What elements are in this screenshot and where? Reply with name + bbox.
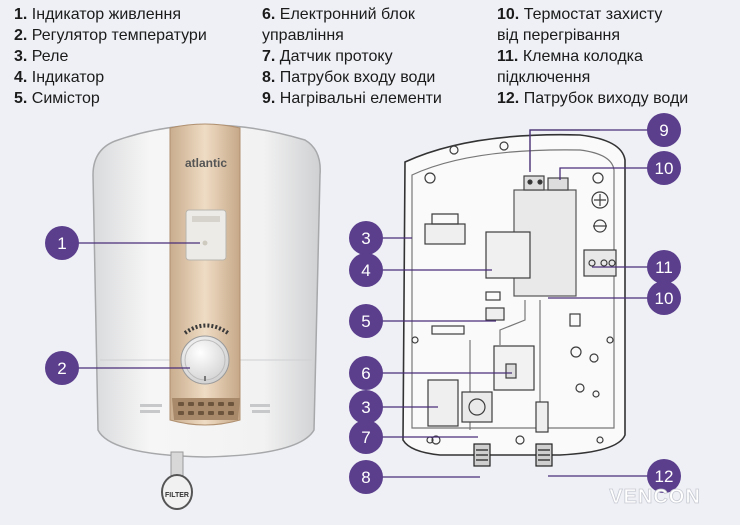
power-indicator-light (202, 240, 208, 246)
heater-exterior: atlantic FIL (92, 123, 321, 510)
legend-column-2: 6. Електронний блок управління 7. Датчик… (262, 4, 487, 109)
svg-text:10: 10 (655, 159, 674, 178)
svg-text:11: 11 (655, 258, 673, 277)
callout-2: 2 (45, 351, 79, 385)
callouts: 1 2 3 4 5 6 3 7 8 9 10 11 10 12 (45, 113, 681, 494)
legend-item-4: 4. Індикатор (14, 69, 105, 86)
relay-bottom (427, 379, 459, 427)
temperature-knob (180, 335, 230, 385)
svg-text:5: 5 (361, 312, 370, 331)
legend-item-9: 9. Нагрівальні елементи (262, 90, 442, 107)
legend-item-11: 11. Клемна колодка підключення (497, 48, 643, 86)
legend-item-1: 1. Індикатор живлення (14, 6, 181, 23)
triac (485, 307, 505, 321)
svg-text:7: 7 (361, 428, 370, 447)
flow-sensor (461, 391, 493, 423)
callout-4: 4 (349, 253, 383, 287)
callout-5: 5 (349, 304, 383, 338)
callout-1: 1 (45, 226, 79, 260)
callout-10-bottom: 10 (647, 281, 681, 315)
brand-logo: atlantic (185, 156, 227, 170)
callout-10-top: 10 (647, 151, 681, 185)
relay-top (424, 223, 466, 245)
filter-cap (161, 474, 193, 510)
svg-text:10: 10 (655, 289, 674, 308)
svg-text:9: 9 (659, 121, 668, 140)
svg-text:4: 4 (361, 261, 370, 280)
callout-8: 8 (349, 460, 383, 494)
callout-7: 7 (349, 420, 383, 454)
callout-3-top: 3 (349, 221, 383, 255)
svg-text:8: 8 (361, 468, 370, 487)
indicator-board (485, 231, 531, 279)
legend-column-1: 1. Індикатор живлення 2. Регулятор темпе… (14, 4, 254, 109)
watermark: VENCON (609, 486, 701, 508)
legend-item-2: 2. Регулятор температури (14, 27, 207, 44)
legend-item-7: 7. Датчик протоку (262, 48, 393, 65)
legend-item-5: 5. Симістор (14, 90, 100, 107)
legend-item-12: 12. Патрубок виходу води (497, 90, 689, 107)
vent-grille (172, 398, 240, 420)
filter-label: FILTER (165, 492, 189, 499)
callout-3-bottom: 3 (349, 390, 383, 424)
legend-item-10: 10. Термостат захисту від перегрівання (497, 6, 663, 44)
svg-text:2: 2 (57, 359, 66, 378)
svg-text:1: 1 (57, 234, 66, 253)
callout-9: 9 (647, 113, 681, 147)
legend-item-3: 3. Реле (14, 48, 69, 65)
svg-text:3: 3 (361, 229, 370, 248)
callout-12: 12 (647, 459, 681, 493)
power-indicator-window (185, 209, 227, 261)
svg-text:3: 3 (361, 398, 370, 417)
legend-item-8: 8. Патрубок входу води (262, 69, 436, 86)
legend-column-3: 10. Термостат захисту від перегрівання 1… (497, 4, 737, 109)
callout-6: 6 (349, 356, 383, 390)
svg-text:12: 12 (655, 467, 674, 486)
legend-item-6: 6. Електронний блок управління (262, 6, 415, 44)
callout-11: 11 (647, 250, 681, 284)
svg-text:6: 6 (361, 364, 370, 383)
